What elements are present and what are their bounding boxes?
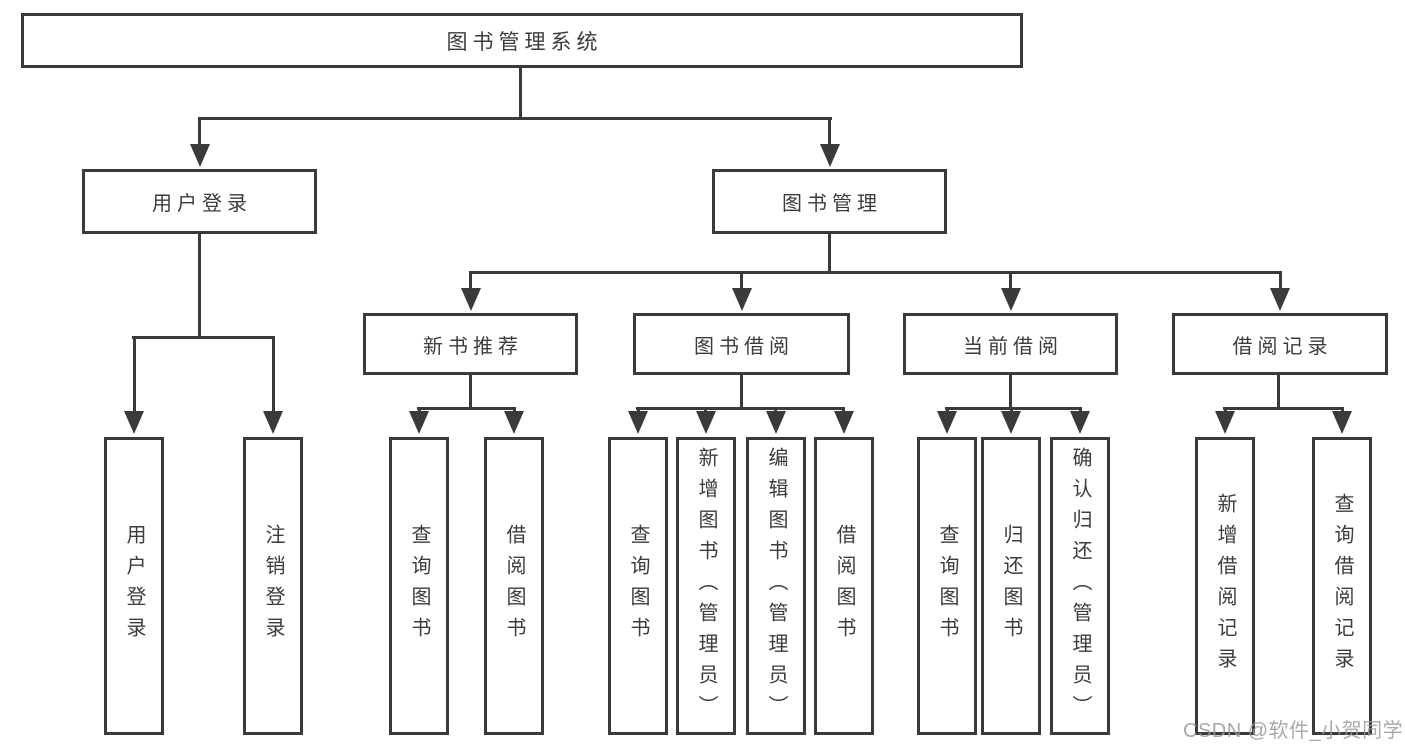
- connector-line: [1277, 375, 1280, 410]
- leaf-label: 新增图书（管理员）: [695, 446, 717, 726]
- arrow-down-icon: [1215, 411, 1235, 434]
- node-book-borrowing: 图书借阅: [633, 313, 850, 375]
- connector-line: [469, 375, 472, 410]
- node-new-book-recommendation: 新书推荐: [363, 313, 578, 375]
- csdn-watermark: CSDN @软件_小贺同学: [1183, 720, 1404, 742]
- node-borrow-records: 借阅记录: [1172, 313, 1388, 375]
- node-label: 图书借阅: [694, 335, 794, 358]
- leaf-query-books-recommend: 查询图书: [389, 437, 449, 735]
- arrow-down-icon: [1270, 288, 1290, 311]
- connector-line: [132, 336, 275, 339]
- arrow-down-icon: [1001, 411, 1021, 434]
- connector-line: [1278, 271, 1282, 295]
- leaf-label: 查询图书: [936, 524, 958, 648]
- arrow-down-icon: [731, 288, 752, 311]
- node-current-borrowing: 当前借阅: [903, 313, 1118, 375]
- node-user-login: 用户登录: [82, 169, 317, 234]
- node-label: 当前借阅: [963, 335, 1063, 358]
- node-label: 用户登录: [152, 193, 252, 215]
- arrow-down-icon: [695, 411, 716, 434]
- connector-line: [271, 336, 275, 418]
- leaf-label: 注销登录: [262, 524, 284, 648]
- node-label: 图书管理系统: [446, 30, 603, 54]
- leaf-query-books-borrowing: 查询图书: [608, 437, 668, 735]
- leaf-label: 查询图书: [627, 524, 649, 648]
- leaf-query-books-current: 查询图书: [917, 437, 977, 735]
- leaf-label: 归还图书: [1000, 524, 1022, 648]
- leaf-label: 用户登录: [123, 524, 145, 648]
- connector-line: [469, 271, 1282, 274]
- leaf-return-book: 归还图书: [981, 437, 1041, 735]
- connector-line: [417, 407, 516, 410]
- connector-line: [469, 271, 472, 295]
- arrow-down-icon: [1070, 411, 1090, 434]
- leaf-label: 借阅图书: [833, 524, 855, 648]
- connector-line: [519, 68, 522, 120]
- leaf-edit-book-admin: 编辑图书（管理员）: [746, 437, 806, 735]
- arrow-down-icon: [765, 411, 786, 434]
- leaf-query-borrow-record: 查询借阅记录: [1312, 437, 1372, 735]
- arrow-down-icon: [263, 411, 283, 434]
- leaf-label: 查询借阅记录: [1331, 493, 1353, 679]
- arrow-down-icon: [937, 411, 957, 434]
- connector-line: [740, 375, 743, 410]
- leaf-label: 新增借阅记录: [1214, 493, 1236, 679]
- leaf-confirm-return-admin: 确认归还（管理员）: [1050, 437, 1110, 735]
- leaf-add-book-admin: 新增图书（管理员）: [676, 437, 736, 735]
- connector-line: [636, 407, 845, 410]
- node-book-management: 图书管理: [712, 169, 947, 234]
- leaf-user-login: 用户登录: [104, 437, 164, 735]
- connector-line: [828, 117, 831, 151]
- arrow-down-icon: [124, 411, 144, 434]
- connector-line: [198, 117, 201, 151]
- leaf-label: 确认归还（管理员）: [1069, 446, 1091, 726]
- arrow-down-icon: [1332, 411, 1352, 434]
- connector-line: [740, 271, 743, 295]
- node-library-management-system: 图书管理系统: [21, 13, 1023, 68]
- leaf-label: 借阅图书: [503, 524, 525, 648]
- leaf-logout: 注销登录: [243, 437, 303, 735]
- leaf-add-borrow-record: 新增借阅记录: [1195, 437, 1255, 735]
- arrow-down-icon: [460, 288, 481, 311]
- arrow-down-icon: [1000, 288, 1021, 311]
- node-label: 图书管理: [782, 193, 882, 215]
- leaf-borrow-books-recommend: 借阅图书: [484, 437, 544, 735]
- arrow-down-icon: [833, 411, 854, 434]
- arrow-down-icon: [628, 411, 648, 434]
- connector-line: [1009, 271, 1012, 295]
- arrow-down-icon: [819, 144, 840, 167]
- arrow-down-icon: [409, 411, 429, 434]
- connector-line: [198, 234, 201, 339]
- connector-line: [198, 117, 832, 120]
- connector-line: [828, 234, 831, 274]
- node-label: 新书推荐: [423, 335, 523, 358]
- connector-line: [132, 336, 136, 418]
- leaf-borrow-books: 借阅图书: [814, 437, 874, 735]
- node-label: 借阅记录: [1232, 335, 1333, 358]
- arrow-down-icon: [189, 144, 210, 167]
- connector-line: [945, 407, 1082, 410]
- arrow-down-icon: [504, 411, 524, 434]
- connector-line: [1223, 407, 1344, 410]
- leaf-label: 查询图书: [408, 524, 430, 648]
- leaf-label: 编辑图书（管理员）: [765, 446, 787, 726]
- connector-line: [1009, 375, 1012, 410]
